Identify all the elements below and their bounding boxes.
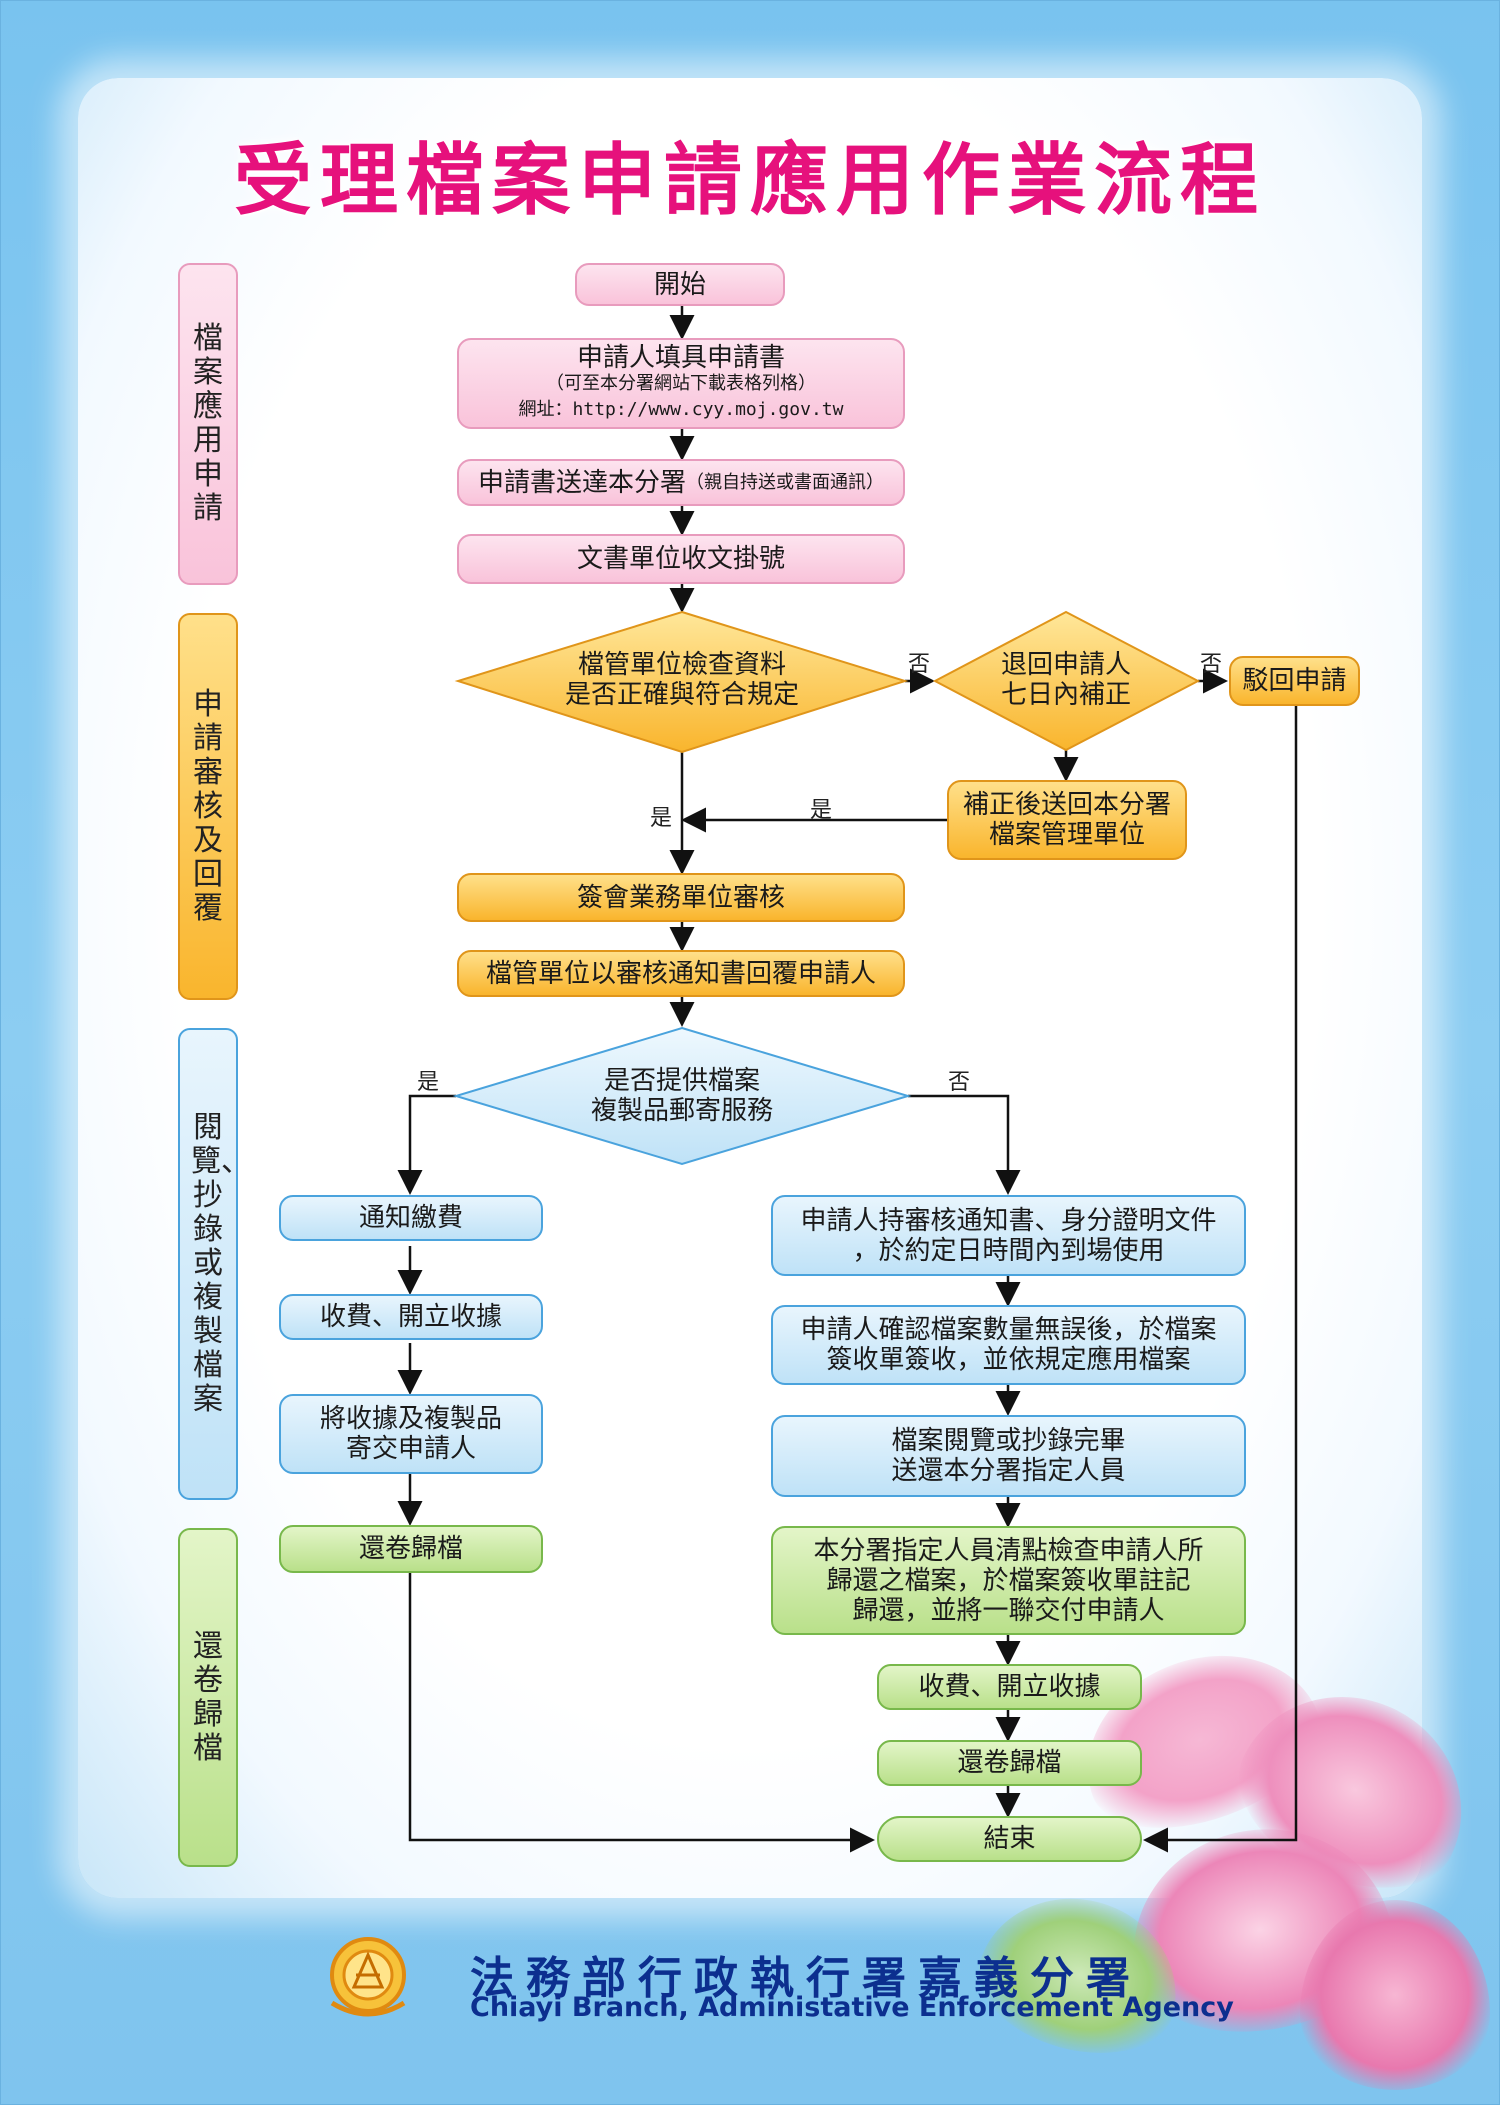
resubmit-node: 補正後送回本分署檔案管理單位 bbox=[947, 780, 1187, 860]
mail-decision-text: 是否提供檔案複製品郵寄服務 bbox=[590, 1066, 773, 1126]
notice-fee-node: 通知繳費 bbox=[279, 1195, 543, 1241]
page-title: 受理檔案申請應用作業流程 bbox=[233, 136, 1266, 226]
inspect-node: 本分署指定人員清點檢查申請人所歸還之檔案，於檔案簽收單註記歸還，並將一聯交付申請… bbox=[771, 1526, 1246, 1635]
register-node: 文書單位收文掛號 bbox=[457, 534, 905, 584]
archive-right-node: 還卷歸檔 bbox=[877, 1740, 1142, 1786]
review-node: 簽會業務單位審核 bbox=[457, 873, 905, 922]
finish-read-node: 檔案閱覽或抄錄完畢送還本分署指定人員 bbox=[771, 1415, 1246, 1497]
stage-label-apply: 檔案應用申請 bbox=[178, 263, 238, 585]
fee-receipt-right-node: 收費、開立收據 bbox=[877, 1664, 1142, 1710]
footer-agency-name-en: Chiayi Branch, Administative Enforcement… bbox=[470, 1992, 1234, 2023]
onsite-node: 申請人持審核通知書、身分證明文件，於約定日時間內到場使用 bbox=[771, 1195, 1246, 1276]
mail-decision-shape bbox=[452, 1026, 912, 1166]
check-decision-text: 檔管單位檢查資料是否正確與符合規定 bbox=[564, 650, 799, 710]
fee-receipt-left-node: 收費、開立收據 bbox=[279, 1294, 543, 1340]
stage-label-read-copy: 閱覽、抄錄或複製檔案 bbox=[178, 1028, 251, 1500]
start-node: 開始 bbox=[575, 263, 785, 306]
label-yes-3: 是 bbox=[417, 1070, 440, 1095]
return-decision-shape bbox=[932, 610, 1201, 752]
confirm-node: 申請人確認檔案數量無誤後，於檔案簽收單簽收，並依規定應用檔案 bbox=[771, 1305, 1246, 1385]
footer-agency-name-cn: 法務部行政執行署嘉義分署 bbox=[470, 1953, 1142, 2004]
stage-label-archive: 還卷歸檔 bbox=[178, 1528, 238, 1867]
fill-form-url: 網址：http://www.cyy.moj.gov.tw bbox=[518, 398, 844, 420]
stage-label-review: 申請審核及回覆 bbox=[178, 613, 238, 1000]
label-yes-1: 是 bbox=[650, 806, 673, 831]
notify-node: 檔管單位以審核通知書回覆申請人 bbox=[457, 950, 905, 997]
reject-node: 駁回申請 bbox=[1229, 656, 1360, 706]
fill-form-node: 申請人填具申請書 （可至本分署網站下載表格列格） 網址：http://www.c… bbox=[457, 338, 905, 429]
agency-logo-icon bbox=[330, 1937, 406, 2017]
return-decision-text: 退回申請人七日內補正 bbox=[1000, 650, 1131, 710]
archive-left-node: 還卷歸檔 bbox=[279, 1525, 543, 1573]
label-no-3: 否 bbox=[948, 1070, 971, 1095]
fill-form-note: （可至本分署網站下載表格列格） bbox=[546, 372, 816, 394]
fill-form-label: 申請人填具申請書 bbox=[576, 342, 785, 373]
label-no-2: 否 bbox=[1200, 652, 1223, 677]
check-decision-shape bbox=[454, 610, 909, 754]
end-node: 結束 bbox=[877, 1816, 1142, 1862]
label-no-1: 否 bbox=[908, 652, 931, 677]
send-copy-node: 將收據及複製品寄交申請人 bbox=[279, 1394, 543, 1474]
label-yes-2: 是 bbox=[810, 798, 833, 823]
deliver-node: 申請書送達本分署（親自持送或書面通訊） bbox=[457, 459, 905, 506]
